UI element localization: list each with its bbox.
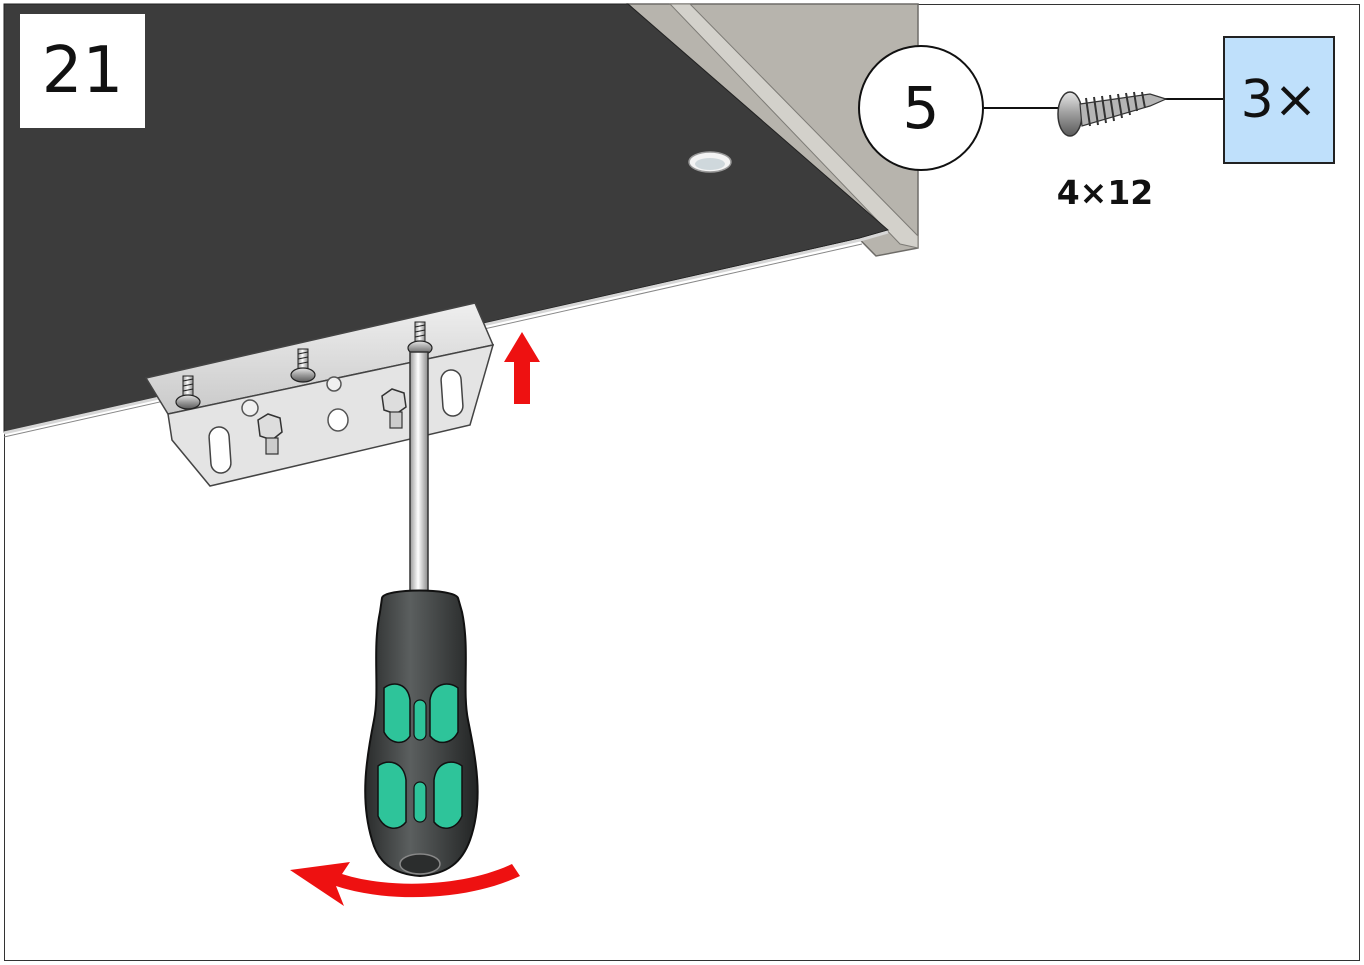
hex-nut <box>257 413 283 455</box>
quantity-label: 3× <box>1223 36 1335 164</box>
part-number-label: 5 <box>858 45 984 171</box>
screw-icon <box>1057 91 1168 137</box>
bracket-screw <box>175 375 201 410</box>
hex-nut <box>381 388 407 429</box>
dark-panel <box>3 3 890 433</box>
side-panel-edge <box>668 3 919 249</box>
up-arrow-icon <box>504 332 540 404</box>
screw-size-label: 4×12 <box>1056 173 1154 212</box>
rotate-arrow-icon <box>290 862 520 906</box>
bracket-screw <box>290 348 316 383</box>
screwdriver-icon <box>364 351 479 878</box>
step-number: 21 <box>20 14 145 128</box>
